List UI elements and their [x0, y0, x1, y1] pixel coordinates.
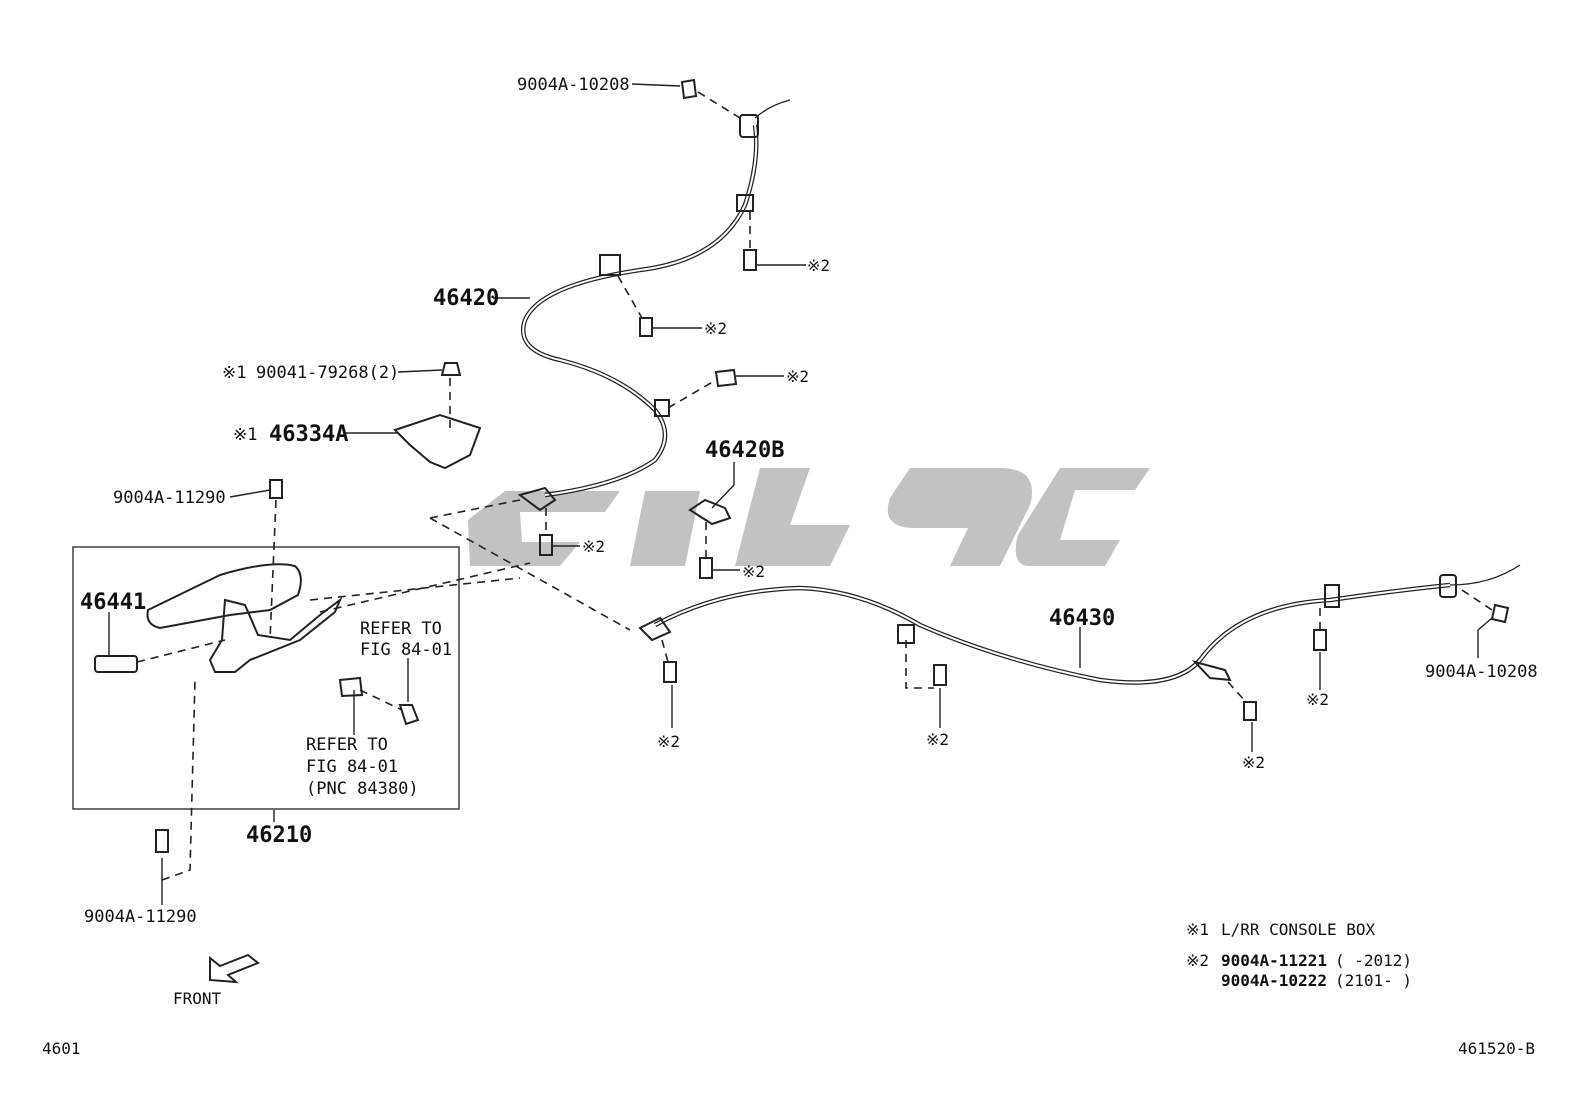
bolt-bottom-9004a-11290 [155, 679, 196, 881]
bolt-lever-9004a-11290 [269, 479, 283, 641]
label-bracket-46420b: 46420B [705, 438, 784, 463]
label-refer1-line1: REFER TO [360, 619, 442, 639]
label-bracket-46334a: 46334A [269, 422, 348, 447]
lever-assembly-box [72, 546, 460, 810]
bolt-mark2-group [539, 212, 1327, 721]
figure-code: 461520-B [1458, 1039, 1535, 1058]
label-mark2-h: ※2 [1306, 690, 1329, 709]
label-cable-46430: 46430 [1049, 606, 1115, 631]
label-bracket-prefix: ※1 [233, 425, 257, 445]
label-pin-46441: 46441 [80, 590, 146, 615]
label-nut-prefix: ※1 [222, 363, 246, 383]
label-mark2-d: ※2 [582, 537, 605, 556]
label-mark2-a: ※2 [807, 256, 830, 275]
connection-lines [136, 499, 631, 711]
note2-mark: ※2 [1186, 951, 1209, 970]
label-mark2-i: ※2 [1242, 753, 1265, 772]
label-refer2-line3: (PNC 84380) [306, 779, 419, 799]
label-bolt-top: 9004A-10208 [517, 75, 630, 95]
page-number: 4601 [42, 1039, 81, 1058]
label-refer1-line2: FIG 84-01 [360, 640, 452, 660]
label-front: FRONT [173, 989, 222, 1008]
front-arrow-icon [209, 953, 260, 984]
label-mark2-f: ※2 [657, 732, 680, 751]
cable-46430 [638, 564, 1521, 685]
label-refer2-line1: REFER TO [306, 735, 388, 755]
labels: 9004A-10208 46420 ※1 90041-79268(2) ※1 4… [42, 75, 1538, 1058]
leader-lines [108, 83, 1493, 905]
label-mark2-c: ※2 [786, 367, 809, 386]
label-mark2-b: ※2 [704, 319, 727, 338]
notes-block: ※1 L/RR CONSOLE BOX ※2 9004A-11221 ( -20… [1186, 920, 1412, 990]
label-nut: 90041-79268(2) [256, 363, 399, 383]
bolt-right-9004a-10208 [1461, 589, 1510, 624]
label-bolt-bottom: 9004A-11290 [84, 907, 197, 927]
note2-part-b: 9004A-10222 [1221, 971, 1327, 990]
label-lever-46210: 46210 [246, 823, 312, 848]
watermark-logo [468, 468, 1150, 566]
cable-46420 [517, 99, 791, 512]
note2-range-a: ( -2012) [1335, 951, 1412, 970]
label-cable-46420: 46420 [433, 286, 499, 311]
note2-part-a: 9004A-11221 [1221, 951, 1327, 970]
bolt-top-9004a-10208 [680, 78, 741, 119]
note2-range-b: (2101- ) [1335, 971, 1412, 990]
bracket-46420b [688, 498, 732, 526]
label-refer2-line2: FIG 84-01 [306, 757, 398, 777]
label-mark2-e: ※2 [742, 562, 765, 581]
label-mark2-g: ※2 [926, 730, 949, 749]
label-bolt-lever: 9004A-11290 [113, 488, 226, 508]
note1-text: L/RR CONSOLE BOX [1221, 920, 1375, 939]
note1-mark: ※1 [1186, 920, 1209, 939]
label-bolt-right: 9004A-10208 [1425, 662, 1538, 682]
bracket-46334a [393, 362, 482, 470]
